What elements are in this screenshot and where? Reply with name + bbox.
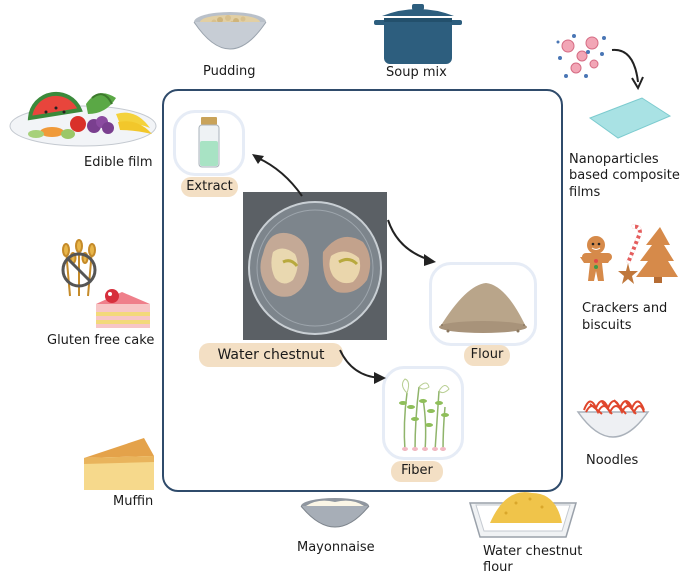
fiber-sprouts-icon [393, 373, 453, 453]
crackers-label-line1: Crackers and [582, 301, 668, 316]
arrow-to-extract [257, 157, 303, 197]
water-chestnut-pill: Water chestnut [199, 343, 343, 367]
water-chestnut-photo [243, 192, 387, 340]
arrowhead-flour [424, 254, 436, 266]
muffin-label: Muffin [113, 494, 154, 509]
noodles-label: Noodles [586, 453, 639, 468]
crackers-label-line2: biscuits [582, 318, 632, 333]
arrowhead-fiber [374, 372, 386, 384]
edible-film-label: Edible film [84, 155, 153, 170]
nanoparticles-label-line3: films [569, 185, 601, 200]
wheat-crossed-icon [58, 236, 100, 298]
muffin-icon [82, 436, 156, 492]
extract-pill: Extract [181, 177, 238, 197]
arrows-layer [240, 140, 460, 400]
mayonnaise-label: Mayonnaise [297, 540, 375, 555]
mayonnaise-bowl-icon [298, 496, 372, 534]
flour-tray-icon [466, 483, 580, 541]
flour-pile-icon [436, 275, 530, 335]
cake-slice-icon [92, 286, 154, 332]
fruit-plate-icon [8, 84, 158, 148]
nanoparticles-label-line1: Nanoparticles [569, 152, 659, 167]
pudding-label: Pudding [203, 64, 256, 79]
main-frame [162, 89, 563, 492]
noodles-bowl-icon [572, 390, 654, 448]
flour-pill: Flour [464, 345, 510, 366]
arrowhead-extract [252, 154, 264, 164]
extract-frame [173, 110, 245, 176]
soup-pot-icon [372, 2, 464, 66]
water-chestnut-flour-label-line1: Water chestnut [483, 544, 583, 559]
pudding-bowl-icon [190, 6, 270, 62]
gingerbread-icon [570, 223, 680, 285]
soup-mix-label: Soup mix [386, 65, 447, 80]
extract-bottle-icon [196, 115, 222, 171]
fiber-frame [382, 366, 464, 460]
fiber-pill: Fiber [391, 461, 443, 482]
gluten-free-cake-label: Gluten free cake [47, 333, 155, 348]
nanoparticles-label-line2: based composite [569, 168, 680, 183]
nanoparticles-icon [552, 28, 677, 143]
water-chestnut-flour-label-line2: flour [483, 560, 513, 575]
arrow-to-flour [387, 219, 431, 261]
flour-frame [429, 262, 537, 346]
